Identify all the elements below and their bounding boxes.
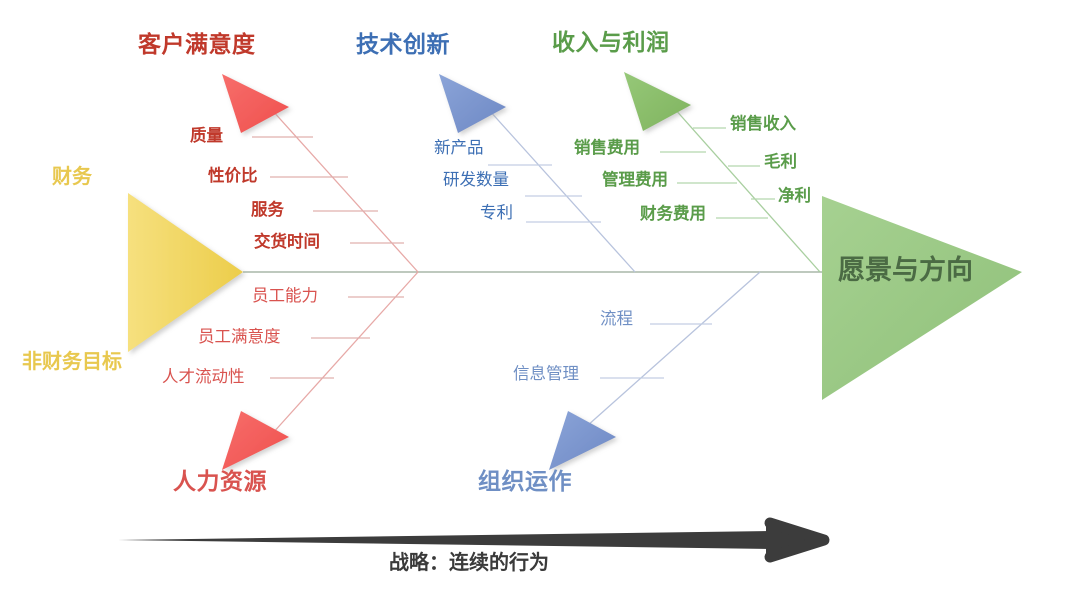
cause-label-process: 流程 — [600, 310, 633, 328]
head-label-vision: 愿景与方向 — [838, 255, 973, 285]
cause-label-gross-profit: 毛利 — [764, 153, 797, 171]
branch-title-organization-operation: 组织运作 — [478, 468, 572, 494]
branch-title-human-resources: 人力资源 — [173, 468, 267, 494]
cause-label-rnd-quantity: 研发数量 — [443, 171, 509, 189]
cause-label-service: 服务 — [251, 201, 284, 219]
cause-label-finance-expense: 财务费用 — [640, 205, 706, 223]
axis-label-strategy: 战略：连续的行为 — [389, 552, 549, 574]
branch-line-technology-innovation — [488, 109, 636, 273]
vision-head-arrow — [822, 196, 1022, 400]
branch-line-organization-operation — [577, 271, 761, 435]
branch-arrow-human-resources — [222, 411, 289, 470]
branch-title-revenue-profit: 收入与利润 — [552, 29, 670, 55]
cause-label-employee-satisfaction: 员工满意度 — [198, 328, 281, 346]
spine-label-non-financial: 非财务目标 — [22, 351, 122, 373]
cause-label-talent-turnover: 人才流动性 — [162, 368, 245, 386]
cause-label-sales-revenue: 销售收入 — [730, 115, 796, 133]
branch-title-customer-satisfaction: 客户满意度 — [138, 31, 256, 57]
cause-label-selling-expense: 销售费用 — [574, 139, 640, 157]
spine-label-financial: 财务 — [52, 166, 92, 188]
cause-label-information-management: 信息管理 — [513, 365, 579, 383]
cause-label-patent: 专利 — [480, 204, 513, 222]
branch-arrow-technology-innovation — [439, 74, 506, 133]
financial-spine-arrow — [128, 193, 243, 352]
branch-title-technology-innovation: 技术创新 — [356, 31, 450, 57]
cause-label-net-profit: 净利 — [778, 187, 811, 205]
branch-arrow-customer-satisfaction — [222, 74, 289, 133]
cause-label-admin-expense: 管理费用 — [602, 171, 668, 189]
branch-arrow-revenue-profit — [624, 72, 691, 131]
branch-arrow-organization-operation — [549, 411, 616, 470]
cause-label-delivery-time: 交货时间 — [254, 233, 320, 251]
strategy-axis-arrow — [118, 517, 830, 563]
cause-label-employee-capability: 员工能力 — [252, 287, 318, 305]
cause-label-quality: 质量 — [190, 127, 223, 145]
cause-label-new-product: 新产品 — [434, 139, 484, 157]
cause-label-price-performance: 性价比 — [208, 167, 258, 185]
branch-line-revenue-profit — [673, 107, 821, 273]
branch-line-human-resources — [271, 271, 419, 435]
